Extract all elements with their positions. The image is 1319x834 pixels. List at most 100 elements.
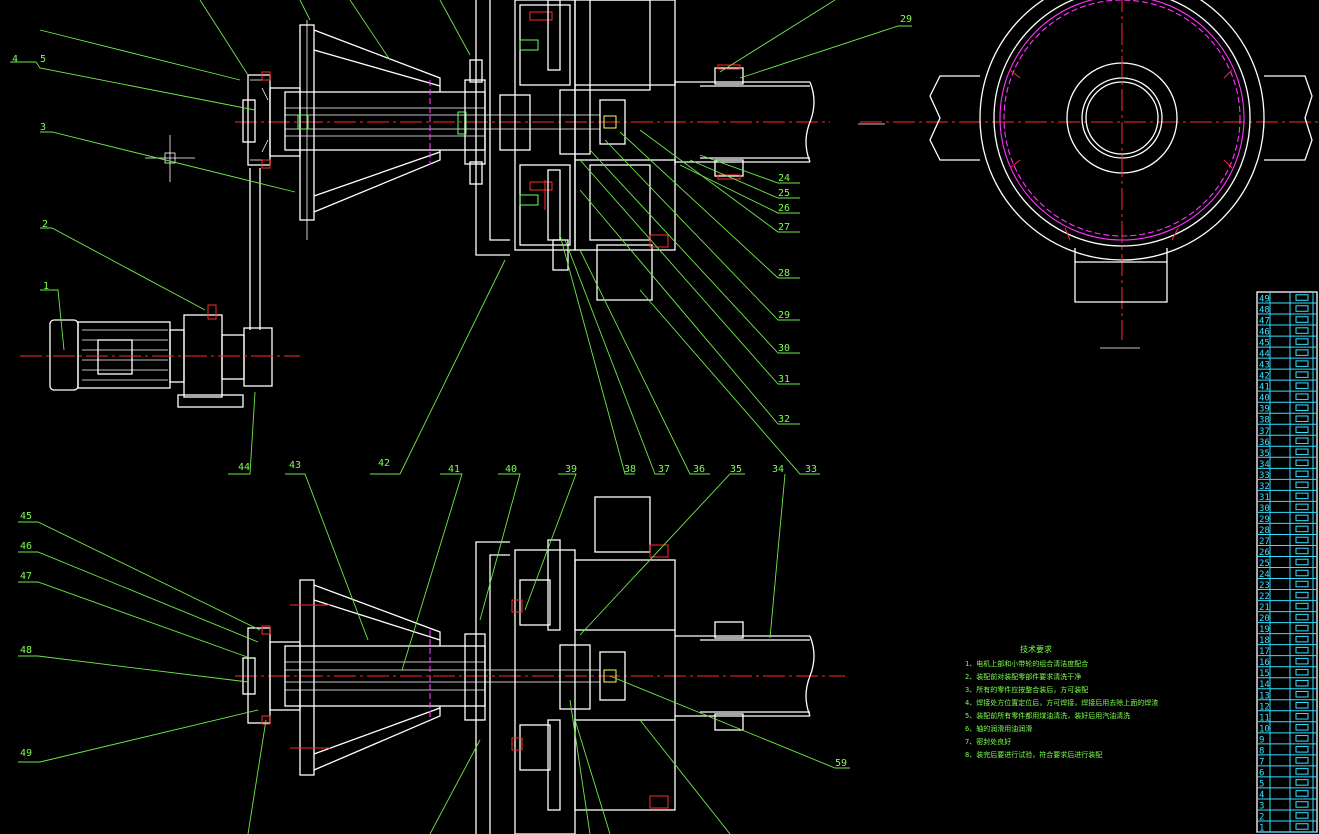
callout-47: 47 xyxy=(20,571,32,582)
bom-item-number: 18 xyxy=(1259,636,1270,646)
bom-item-number: 40 xyxy=(1259,394,1270,404)
bom-cell xyxy=(1295,735,1309,742)
bom-cell xyxy=(1295,404,1309,411)
top-pipe xyxy=(675,64,815,180)
notes-heading: 技术要求 xyxy=(1020,644,1052,654)
bom-item-number: 30 xyxy=(1259,504,1270,514)
bom-item-number: 42 xyxy=(1259,372,1270,382)
bom-cell xyxy=(1295,294,1309,301)
bom-item-number: 29 xyxy=(1259,515,1270,525)
callout-48: 48 xyxy=(20,645,32,656)
callout-31: 31 xyxy=(778,374,790,385)
callout-37: 37 xyxy=(658,464,670,475)
bom-cell xyxy=(1295,459,1309,467)
callout-39: 39 xyxy=(565,464,577,475)
bom-item-number: 47 xyxy=(1259,317,1270,327)
bom-item-number: 23 xyxy=(1259,581,1270,591)
bom-item-number: 27 xyxy=(1259,537,1270,547)
bom-cell xyxy=(1295,338,1309,345)
bom-cell xyxy=(1295,823,1309,830)
bom-cell xyxy=(1295,591,1309,599)
callout-49: 49 xyxy=(20,748,32,759)
callout-33: 33 xyxy=(805,464,817,475)
callout-26: 26 xyxy=(778,203,790,214)
bom-item-number: 21 xyxy=(1259,603,1270,613)
bom-cell xyxy=(1295,492,1309,500)
bom-cell xyxy=(1295,481,1309,489)
callout-3: 3 xyxy=(40,122,46,133)
bom-cell xyxy=(1295,657,1309,665)
bom-cell xyxy=(1295,646,1309,654)
bom-cell xyxy=(1295,470,1309,478)
bom-item-number: 1 xyxy=(1259,824,1264,834)
note-line: 4、焊接处方位置定位后，方可焊接，焊接后用去除上面的焊渣 xyxy=(965,698,1158,707)
bom-item-number: 31 xyxy=(1259,493,1270,503)
callout-29-top: 29 xyxy=(900,14,912,25)
bom-item-number: 46 xyxy=(1259,328,1270,338)
bill-of-materials: 4948474645444342414039383736353433323130… xyxy=(1256,291,1318,834)
bom-cell xyxy=(1295,768,1309,775)
bom-item-number: 28 xyxy=(1259,526,1270,536)
bom-rows: 4948474645444342414039383736353433323130… xyxy=(1257,294,1317,834)
bom-cell xyxy=(1295,746,1309,753)
leader-lines xyxy=(10,0,912,834)
bom-cell xyxy=(1295,305,1309,312)
bom-cell xyxy=(1295,514,1309,522)
bom-item-number: 48 xyxy=(1259,306,1270,316)
bom-item-number: 26 xyxy=(1259,548,1270,558)
bom-cell xyxy=(1295,624,1309,632)
bom-cell xyxy=(1295,448,1309,456)
bom-item-number: 37 xyxy=(1259,427,1270,437)
note-line: 7、密封处良好 xyxy=(965,737,1011,746)
bom-item-number: 39 xyxy=(1259,405,1270,415)
bom-item-number: 44 xyxy=(1259,350,1270,360)
callout-35: 35 xyxy=(730,464,742,475)
bom-item-number: 45 xyxy=(1259,339,1270,349)
bom-cell xyxy=(1295,525,1309,533)
callout-30: 30 xyxy=(778,343,790,354)
bom-cell xyxy=(1295,757,1309,764)
bom-cell xyxy=(1295,779,1309,786)
technical-notes: 技术要求 1、电机上部和小带轮的组合清洁度配合 2、装配前对装配零部件要求清洗干… xyxy=(965,644,1158,759)
callout-5: 5 xyxy=(40,54,46,65)
bom-item-number: 8 xyxy=(1259,746,1264,756)
bom-cell xyxy=(1295,635,1309,643)
callout-25: 25 xyxy=(778,188,790,199)
motor xyxy=(20,304,300,408)
bom-item-number: 13 xyxy=(1259,691,1270,701)
bom-item-number: 25 xyxy=(1259,559,1270,569)
bom-item-number: 41 xyxy=(1259,383,1270,393)
bom-item-number: 3 xyxy=(1259,801,1264,811)
bom-item-number: 4 xyxy=(1259,790,1264,800)
bom-item-number: 32 xyxy=(1259,482,1270,492)
bom-item-number: 11 xyxy=(1259,713,1270,723)
callout-44: 44 xyxy=(238,462,250,473)
bom-item-number: 7 xyxy=(1259,757,1264,767)
top-gearbox xyxy=(475,0,626,271)
bom-cell xyxy=(1295,426,1309,434)
bom-cell xyxy=(1295,790,1309,797)
callout-34: 34 xyxy=(772,464,784,475)
bom-cell xyxy=(1295,415,1309,422)
callout-1: 1 xyxy=(43,281,49,292)
bom-cell xyxy=(1295,713,1309,720)
bom-cell xyxy=(1295,503,1309,511)
note-line: 2、装配前对装配零部件要求清洗干净 xyxy=(965,672,1081,681)
bom-item-number: 6 xyxy=(1259,768,1264,778)
bom-item-number: 38 xyxy=(1259,416,1270,426)
bom-cell xyxy=(1295,679,1309,687)
bom-item-number: 14 xyxy=(1259,680,1270,690)
callout-27: 27 xyxy=(778,222,790,233)
bom-cell xyxy=(1295,702,1309,709)
callout-42: 42 xyxy=(378,458,390,469)
top-shaft xyxy=(269,20,600,240)
bom-cell xyxy=(1295,690,1309,698)
bom-item-number: 43 xyxy=(1259,361,1270,371)
note-line: 1、电机上部和小带轮的组合清洁度配合 xyxy=(965,659,1088,668)
callout-28: 28 xyxy=(778,268,790,279)
bom-cell xyxy=(1295,602,1309,610)
bom-cell xyxy=(1295,393,1309,400)
bom-item-number: 17 xyxy=(1259,647,1270,657)
section-view xyxy=(858,0,1313,349)
bom-item-number: 12 xyxy=(1259,702,1270,712)
